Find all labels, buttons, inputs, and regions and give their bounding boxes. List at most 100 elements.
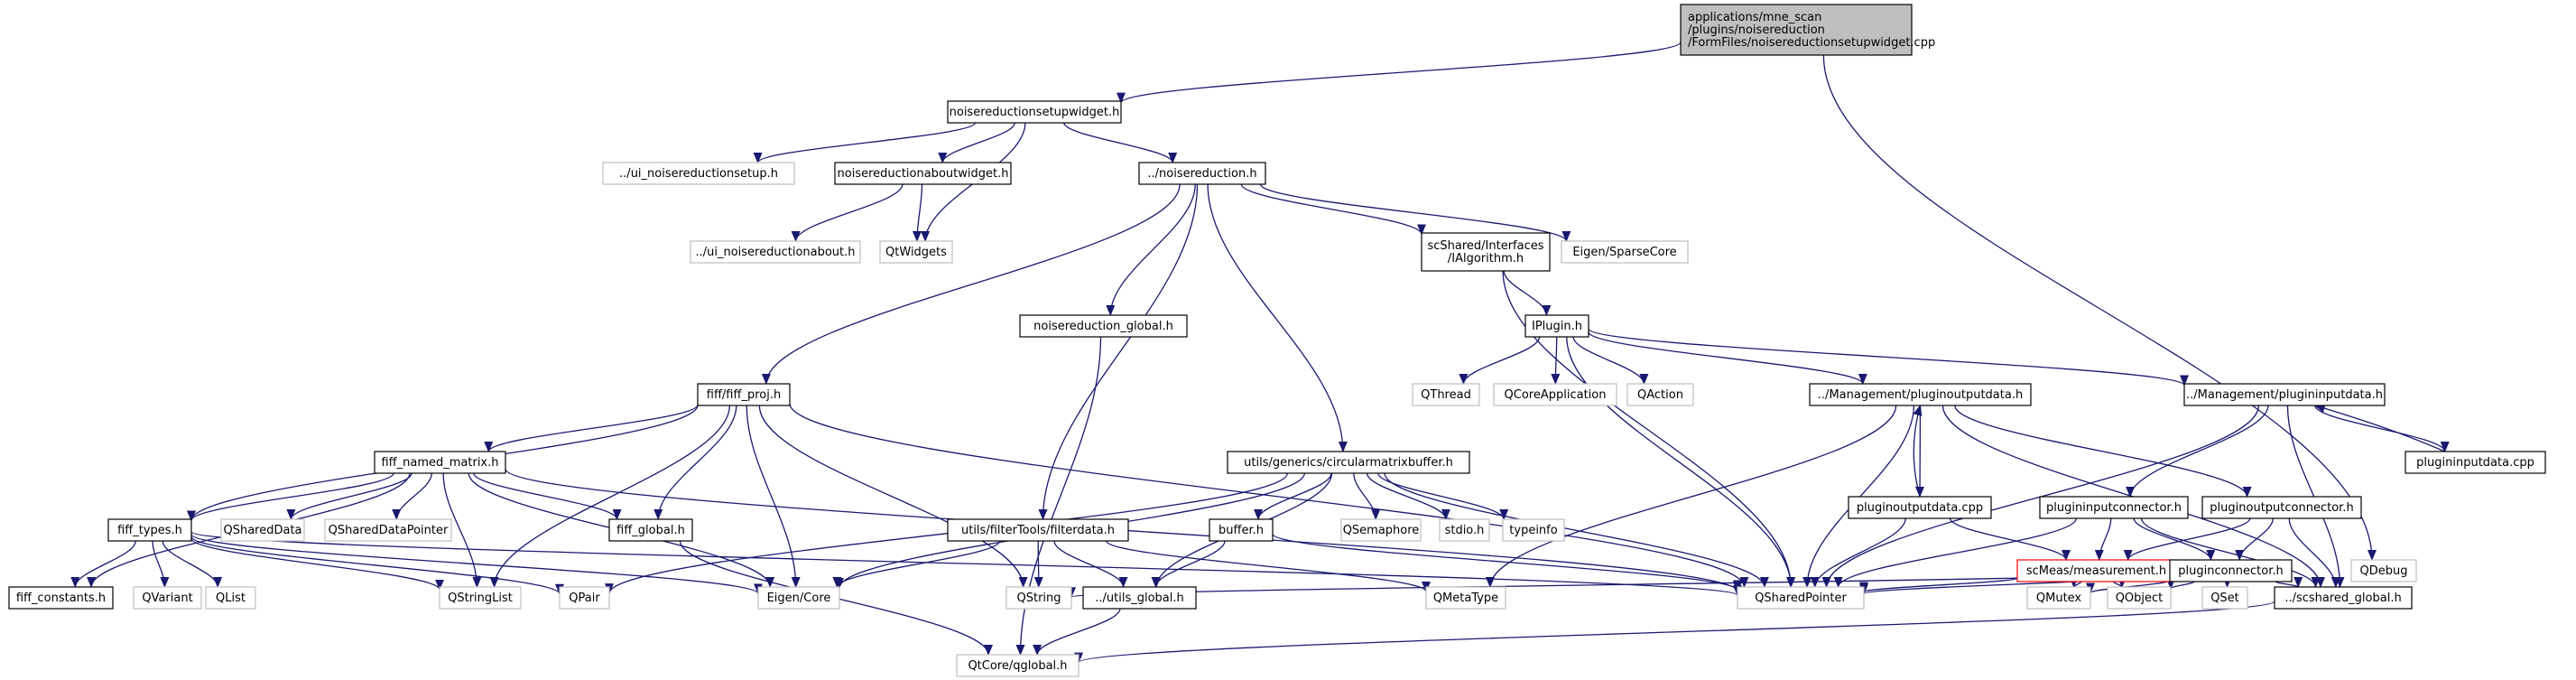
node-label: fiff_global.h <box>616 524 685 537</box>
node-qglobal[interactable]: QtCore/qglobal.h <box>956 654 1080 677</box>
edge-fiff-proj-to-qstringlist <box>489 405 731 588</box>
node-label: QVariant <box>142 592 192 605</box>
edge-ialgorithm-to-iplugin <box>1503 270 1552 316</box>
edge-aboutwidget-h-to-ui-about <box>791 183 903 242</box>
node-box <box>2405 451 2546 474</box>
node-nr-global[interactable]: noisereduction_global.h <box>1019 314 1188 338</box>
edge-setupwidget-h-to-ui-setup <box>753 122 977 163</box>
node-buffer-h[interactable]: buffer.h <box>1209 518 1274 542</box>
node-box <box>834 162 1012 185</box>
node-qstring[interactable]: QString <box>1005 586 1072 610</box>
node-qshareddataptr[interactable]: QSharedDataPointer <box>324 518 452 542</box>
node-qdebug[interactable]: QDebug <box>2350 559 2417 582</box>
edge-filterdata-to-qstring <box>1033 540 1043 588</box>
node-scshared-global[interactable]: ../scshared_global.h <box>2274 586 2413 610</box>
node-qsemaphore[interactable]: QSemaphore <box>1340 518 1422 542</box>
node-label: QSemaphore <box>1343 524 1420 537</box>
node-label: buffer.h <box>1219 524 1264 537</box>
edge-fiff-proj-to-eigen-core <box>746 405 801 588</box>
node-qpair[interactable]: QPair <box>559 586 610 610</box>
node-utils-global[interactable]: ../utils_global.h <box>1082 586 1197 610</box>
node-box <box>220 518 305 542</box>
edge-ialgorithm-to-qsharedptr <box>1502 270 1796 588</box>
node-qthread[interactable]: QThread <box>1412 383 1480 406</box>
node-fiff-proj[interactable]: fiff/fiff_proj.h <box>697 383 791 406</box>
nodes-layer: applications/mne_scan/plugins/noisereduc… <box>8 4 2546 677</box>
edge-outputconn-to-pluginconn <box>2235 517 2274 561</box>
edge-measurement-to-qobject <box>2112 576 2127 588</box>
node-root[interactable]: applications/mne_scan/plugins/noisereduc… <box>1680 4 1935 56</box>
node-circbuf[interactable]: utils/generics/circularmatrixbuffer.h <box>1227 451 1470 474</box>
node-qtwidgets[interactable]: QtWidgets <box>879 240 953 264</box>
node-label: scMeas/measurement.h <box>2026 564 2166 578</box>
node-label: QString <box>1016 592 1061 605</box>
edge-setupwidget-h-to-aboutwidget-h <box>938 122 1015 163</box>
node-label: /plugins/noisereduction <box>1688 23 1825 37</box>
node-mgmt-input[interactable]: ../Management/plugininputdata.h <box>2183 383 2386 406</box>
node-fiff-named[interactable]: fiff_named_matrix.h <box>374 451 506 474</box>
node-label: QMutex <box>2036 592 2082 605</box>
edge-output-cpp-to-qsharedptr <box>1810 517 1906 588</box>
node-box <box>133 586 202 610</box>
node-qstringlist[interactable]: QStringList <box>439 586 522 610</box>
node-box <box>205 586 256 610</box>
node-fiff-global[interactable]: fiff_global.h <box>608 518 693 542</box>
node-output-cpp[interactable]: pluginoutputdata.cpp <box>1848 496 1992 519</box>
edge-outputconn-to-scshared-global <box>2288 517 2340 588</box>
edge-mgmt-input-to-inputconn <box>2126 405 2269 498</box>
node-box <box>1493 383 1617 406</box>
node-ui-setup[interactable]: ../ui_noisereductionsetup.h <box>602 162 795 185</box>
node-input-cpp[interactable]: plugininputdata.cpp <box>2405 451 2546 474</box>
node-ui-about[interactable]: ../ui_noisereductionabout.h <box>690 240 861 264</box>
node-qlist[interactable]: QList <box>205 586 256 610</box>
edge-fiff-named-to-qstringlist <box>442 472 482 588</box>
node-qvariant[interactable]: QVariant <box>133 586 202 610</box>
node-qaction[interactable]: QAction <box>1626 383 1694 406</box>
node-outputconn[interactable]: pluginoutputconnector.h <box>2201 496 2362 519</box>
edge-filterdata-to-utils-global <box>1053 540 1128 588</box>
node-inputconn[interactable]: plugininputconnector.h <box>2039 496 2189 519</box>
node-qcoreapp[interactable]: QCoreApplication <box>1493 383 1617 406</box>
node-box <box>956 654 1080 677</box>
node-typeinfo[interactable]: typeinfo <box>1502 518 1565 542</box>
edge-setupwidget-h-to-noisereduction-h <box>1063 122 1178 163</box>
edge-inputconn-to-scshared-global <box>2140 517 2321 588</box>
node-qmutex[interactable]: QMutex <box>2026 586 2091 610</box>
node-label: pluginoutputdata.cpp <box>1857 501 1983 515</box>
node-qsharedptr[interactable]: QSharedPointer <box>1737 586 1865 610</box>
node-eigen-sparse[interactable]: Eigen/SparseCore <box>1561 240 1689 264</box>
node-label: typeinfo <box>1509 524 1557 537</box>
node-label: noisereduction_global.h <box>1033 320 1173 333</box>
node-label: QCoreApplication <box>1505 388 1607 402</box>
node-eigen-core[interactable]: Eigen/Core <box>757 586 840 610</box>
node-qshareddata[interactable]: QSharedData <box>220 518 305 542</box>
edge-input-cpp-to-mgmt-input <box>2313 404 2445 452</box>
edge-mgmt-output-to-qmetatype <box>1485 405 1897 588</box>
node-label: fiff_types.h <box>117 524 182 537</box>
edge-filterdata-to-qmetatype <box>1106 540 1431 592</box>
node-pluginconn[interactable]: pluginconnector.h <box>2169 559 2293 582</box>
node-box <box>947 100 1122 124</box>
node-qset[interactable]: QSet <box>2201 586 2248 610</box>
node-box <box>1439 518 1490 542</box>
node-noisereduction-h[interactable]: ../noisereduction.h <box>1138 162 1266 185</box>
node-qmetatype[interactable]: QMetaType <box>1425 586 1506 610</box>
node-ialgorithm[interactable]: scShared/Interfaces/IAlgorithm.h <box>1421 232 1551 272</box>
node-setupwidget-h[interactable]: noisereductionsetupwidget.h <box>947 100 1122 124</box>
node-iplugin[interactable]: IPlugin.h <box>1524 314 1589 338</box>
edge-measurement-to-qsharedptr <box>1859 577 2018 593</box>
node-stdio[interactable]: stdio.h <box>1439 518 1490 542</box>
node-measurement[interactable]: scMeas/measurement.h <box>2016 559 2176 582</box>
node-box <box>1626 383 1694 406</box>
node-qobject[interactable]: QObject <box>2107 586 2172 610</box>
node-aboutwidget-h[interactable]: noisereductionaboutwidget.h <box>834 162 1012 185</box>
node-fiff-constants[interactable]: fiff_constants.h <box>8 586 114 610</box>
edge-fiff-named-to-fiff-types <box>187 472 394 522</box>
edge-buffer-h-to-utils-global <box>1151 540 1226 588</box>
node-mgmt-output[interactable]: ../Management/pluginoutputdata.h <box>1809 383 2032 406</box>
node-fiff-types[interactable]: fiff_types.h <box>107 518 192 542</box>
node-label: QSharedData <box>223 524 301 537</box>
node-box <box>1209 518 1274 542</box>
edge-inputconn-to-qsharedptr <box>1833 517 2078 588</box>
node-filterdata[interactable]: utils/filterTools/filterdata.h <box>947 518 1129 542</box>
